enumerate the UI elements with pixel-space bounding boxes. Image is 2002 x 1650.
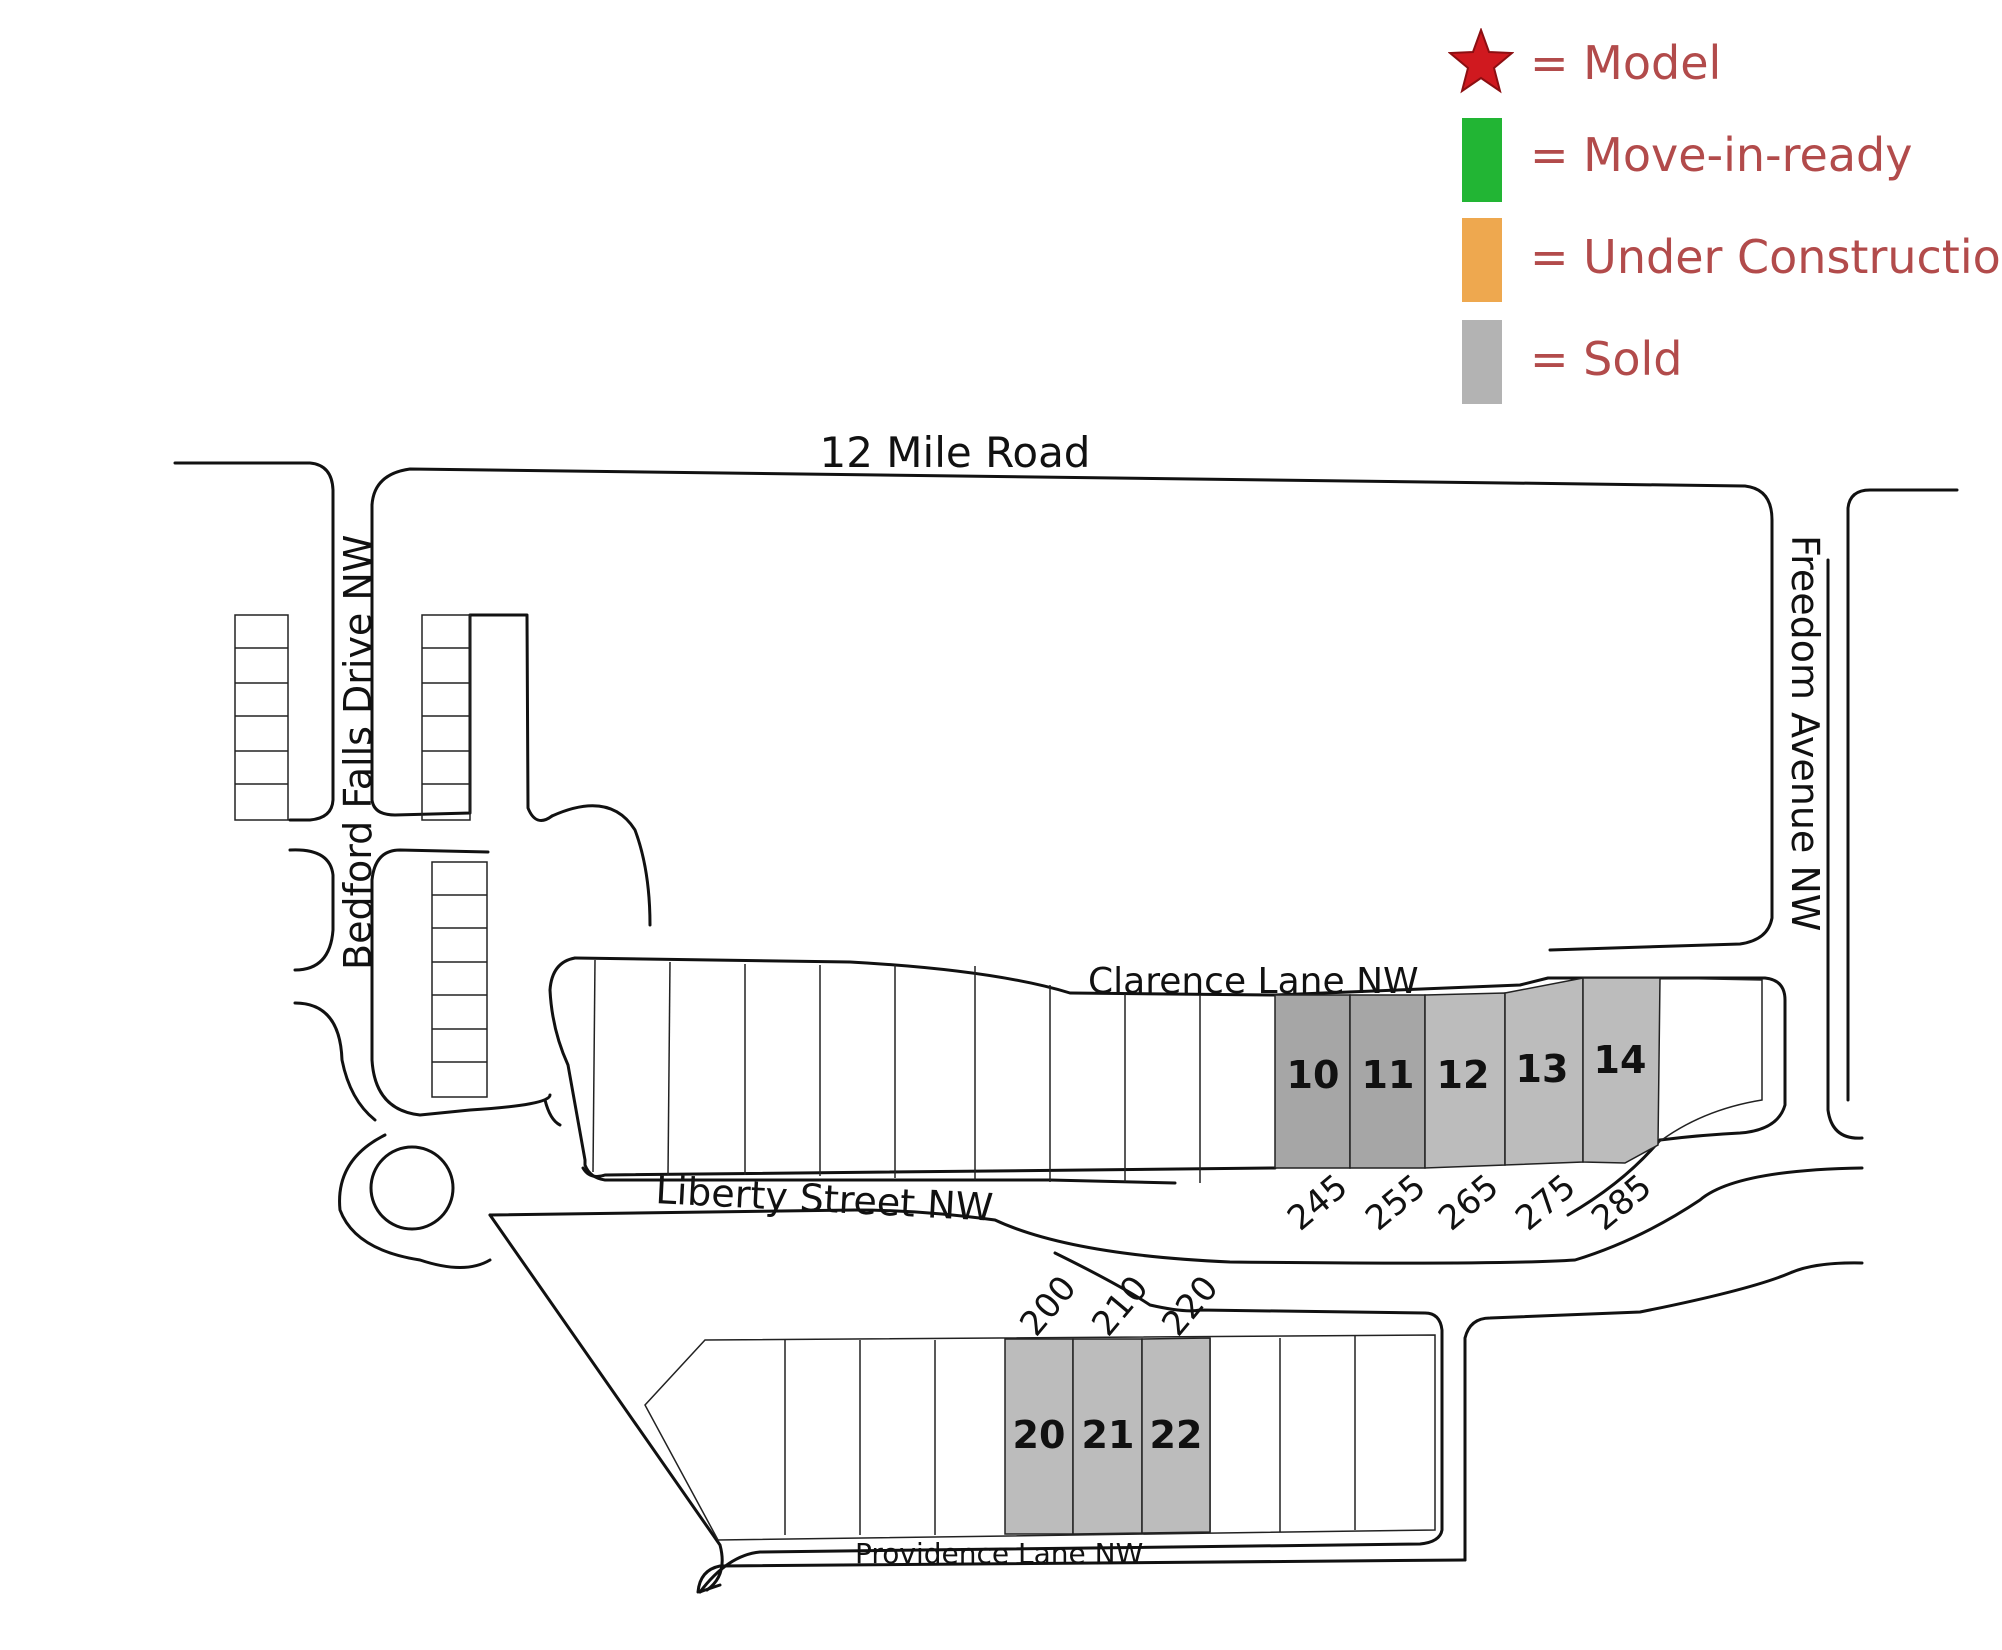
legend-model: = Model	[1440, 28, 1980, 118]
road-label-providence: Providence Lane NW	[855, 1537, 1143, 1570]
under-construction-swatch	[1462, 218, 1502, 302]
sold-swatch	[1462, 320, 1502, 404]
star-icon	[1448, 28, 1514, 94]
lot-number-21: 21	[1082, 1413, 1135, 1457]
lot-number-22: 22	[1150, 1413, 1203, 1457]
legend-sold: = Sold	[1440, 320, 1980, 410]
legend-move-in-ready: = Move-in-ready	[1440, 118, 1980, 208]
cul-de-sac	[338, 804, 652, 1269]
address-245: 245	[1280, 1167, 1355, 1239]
lot-number-14: 14	[1594, 1038, 1647, 1082]
road-label-bedford: Bedford Falls Drive NW	[336, 535, 380, 970]
south-block	[488, 1213, 1864, 1594]
freedom-avenue	[1826, 558, 1864, 1140]
bedford-falls-drive	[288, 503, 562, 1127]
lot-number-20: 20	[1013, 1413, 1066, 1457]
twelve-mile-road	[173, 461, 1959, 952]
lot-number-11: 11	[1362, 1053, 1415, 1097]
lot-number-12: 12	[1437, 1053, 1490, 1097]
legend-label-sold: = Sold	[1530, 332, 1683, 386]
move-in-ready-swatch	[1462, 118, 1502, 202]
address-265: 265	[1431, 1167, 1506, 1239]
address-285: 285	[1584, 1167, 1659, 1239]
legend-under-construction: = Under Construction	[1440, 218, 2002, 308]
address-200: 200	[1012, 1268, 1084, 1343]
south-lots	[644, 1334, 1436, 1541]
north-block	[488, 956, 1864, 1265]
road-label-freedom: Freedom Avenue NW	[1783, 535, 1827, 931]
roundabout-island	[369, 1145, 455, 1231]
north-lots	[592, 959, 1763, 1183]
address-275: 275	[1508, 1167, 1583, 1239]
lot-14	[1582, 977, 1661, 1164]
address-255: 255	[1358, 1167, 1433, 1239]
legend-label-move-in-ready: = Move-in-ready	[1530, 128, 1913, 182]
road-label-liberty: Liberty Street NW	[655, 1168, 995, 1230]
road-label-twelve-mile: 12 Mile Road	[820, 428, 1091, 477]
lot-22	[1141, 1337, 1211, 1534]
parking-blocks	[234, 614, 488, 1098]
lot-number-13: 13	[1516, 1047, 1569, 1091]
north-sold-lots	[1274, 977, 1661, 1169]
legend-label-model: = Model	[1530, 36, 1722, 90]
south-sold-lots	[1004, 1337, 1211, 1535]
address-220: 220	[1154, 1268, 1226, 1343]
lot-number-10: 10	[1287, 1053, 1340, 1097]
legend-label-under-construction: = Under Construction	[1530, 230, 2002, 284]
address-210: 210	[1084, 1268, 1156, 1343]
